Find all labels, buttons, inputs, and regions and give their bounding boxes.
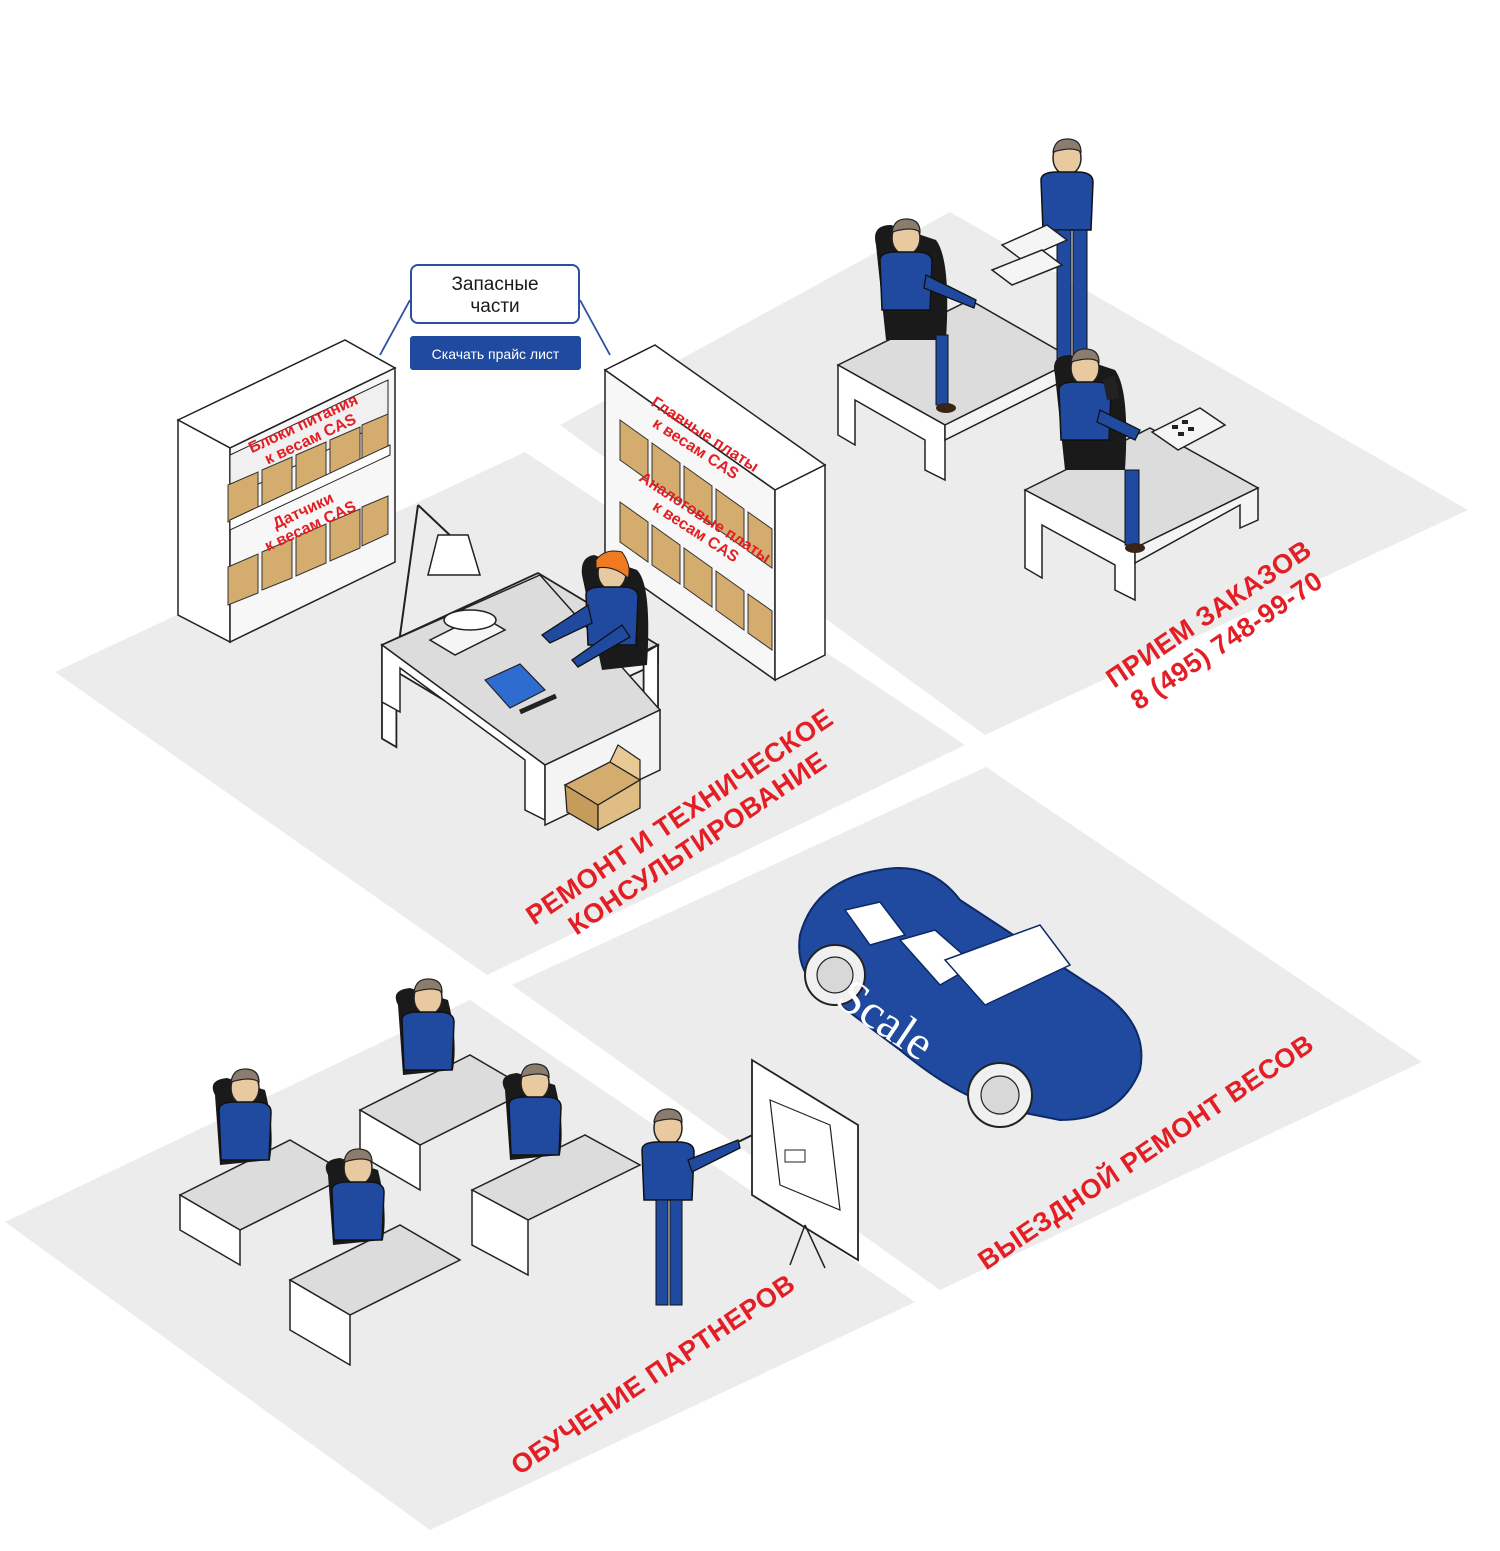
training-desks: [178, 1054, 642, 1367]
cardboard-box: [563, 744, 642, 832]
download-price-list-button[interactable]: Скачать прайс лист: [410, 336, 581, 370]
repair-technician: [540, 553, 649, 670]
trainee-1: [395, 978, 455, 1075]
instructor: [641, 1108, 774, 1306]
seated-clerk: [875, 218, 977, 413]
orders-desk-1: [836, 299, 1077, 482]
trainee-3: [502, 1063, 562, 1160]
floor-orders-zone: [560, 212, 1468, 735]
right-parts-shelf: [603, 344, 827, 682]
service-car: [798, 867, 1143, 1128]
desk-lamp: [397, 504, 482, 651]
spare-parts-title-line2: части: [470, 296, 520, 317]
left-parts-shelf: [176, 339, 397, 644]
phone-operator: [1054, 348, 1145, 553]
presentation-board: [751, 1058, 859, 1269]
spare-parts-title-line1: Запасные: [451, 274, 539, 295]
trainee-2: [212, 1068, 272, 1165]
trainee-4: [325, 1148, 385, 1245]
spare-parts-callout: Запасные части: [410, 264, 580, 324]
